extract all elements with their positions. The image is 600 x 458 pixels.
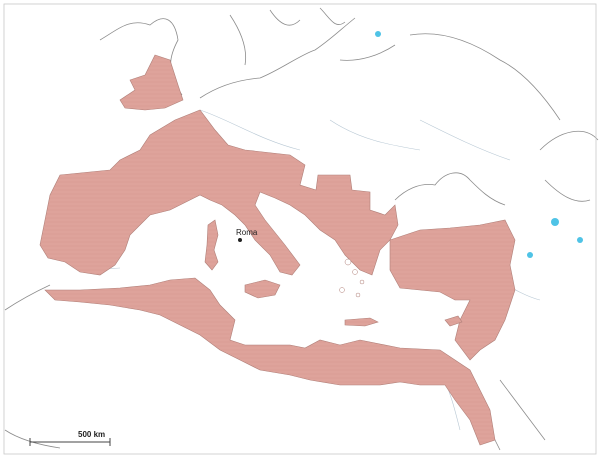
empire-crete bbox=[344, 317, 379, 327]
lake-3 bbox=[577, 237, 583, 243]
empire-africa-north bbox=[44, 277, 496, 446]
scale-bar-label: 500 km bbox=[78, 430, 106, 439]
coastline-scandinavia bbox=[229, 7, 346, 66]
roma-label: Roma bbox=[236, 228, 258, 237]
coastline-north-europe bbox=[99, 17, 561, 121]
empire-britain bbox=[119, 54, 184, 111]
roma-marker bbox=[238, 238, 242, 242]
empire-corsica-sardinia bbox=[204, 219, 219, 271]
coastline-caspian bbox=[539, 131, 599, 202]
lake-1 bbox=[551, 218, 559, 226]
coastline-black-sea-north bbox=[394, 172, 506, 206]
empire-anatomia-syria bbox=[389, 219, 516, 361]
scale-bar bbox=[29, 438, 111, 446]
lake-4 bbox=[375, 31, 381, 37]
empire-sicily bbox=[244, 279, 281, 299]
map-frame bbox=[3, 3, 597, 455]
empire-cyprus bbox=[444, 315, 463, 327]
empire-mainland-europe bbox=[39, 109, 399, 276]
lake-2 bbox=[527, 252, 533, 258]
aegean-islands bbox=[339, 258, 365, 298]
coastline-africa-west bbox=[4, 284, 61, 449]
